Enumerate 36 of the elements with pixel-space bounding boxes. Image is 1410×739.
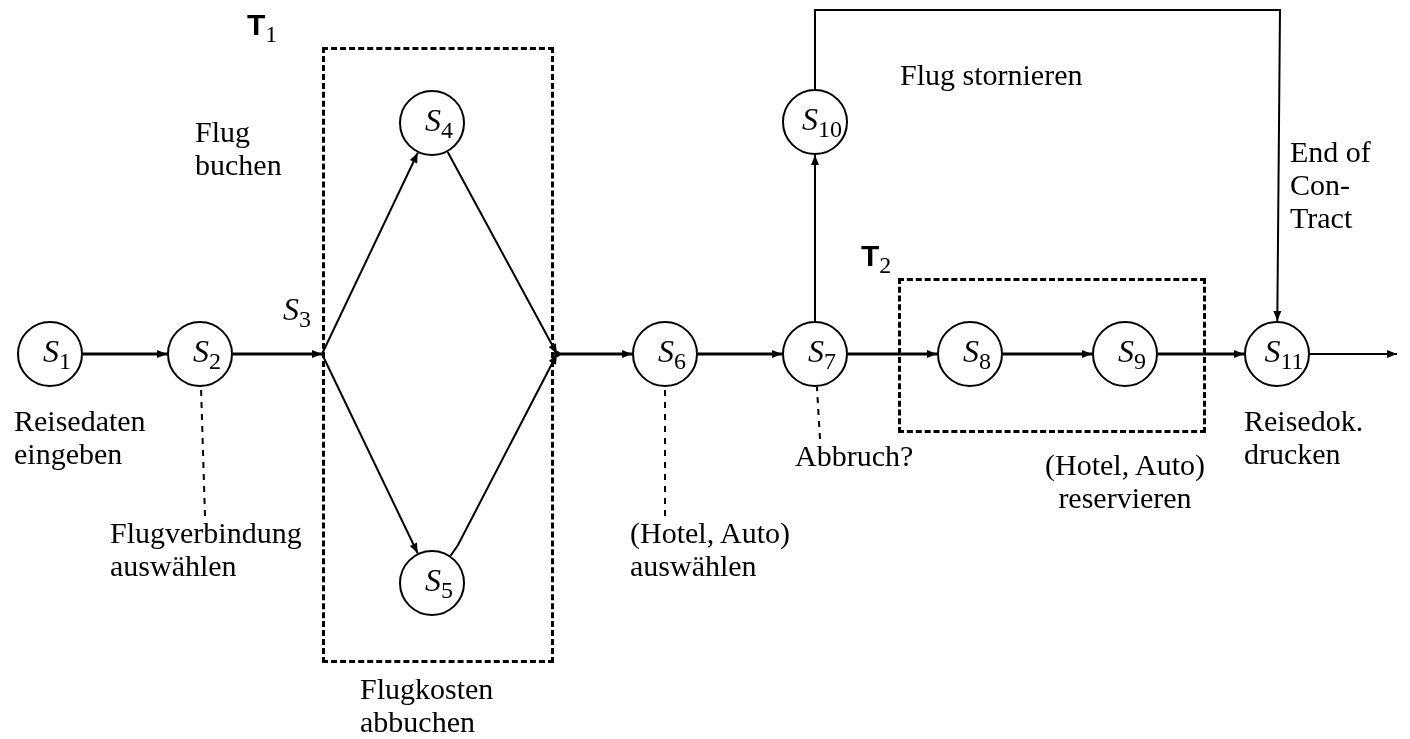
state-circle: S$_{1}$ (17, 321, 83, 387)
arrow (1003, 350, 1092, 358)
state-circle: S$_{8}$ (937, 321, 1003, 387)
arrow (321, 353, 419, 555)
merge-point (554, 351, 560, 357)
arrow (83, 350, 167, 358)
state-circle: S$_{4}$ (399, 90, 465, 156)
state-circle: S$_{2}$ (167, 321, 233, 387)
step-description: (Hotel, Auto) auswählen (630, 516, 860, 586)
step-description: Flugverbindung auswählen (110, 516, 310, 586)
group-label: T$_{1}$ (247, 8, 278, 48)
arrow (814, 9, 1282, 322)
arrow (811, 154, 819, 322)
state-circle: S$_{7}$ (782, 321, 848, 387)
group-label: T$_{2}$ (861, 239, 892, 279)
arrow (698, 350, 782, 358)
step-description: Reisedaten eingeben (14, 404, 147, 470)
arrow (321, 151, 419, 355)
leader-line (815, 385, 821, 440)
branch-point-label: S$_{3}$ (283, 292, 323, 355)
arrow (233, 350, 322, 358)
arrow (557, 350, 632, 358)
step-description: Abbruch? (795, 439, 960, 475)
state-circle: S$_{11}$ (1244, 321, 1310, 387)
state-circle: S$_{6}$ (632, 321, 698, 387)
state-circle: S$_{9}$ (1092, 321, 1158, 387)
state-circle: S$_{5}$ (399, 550, 465, 616)
state-circle: S$_{10}$ (782, 89, 848, 155)
annotation-text: Flugkosten abbuchen (360, 672, 495, 738)
annotation-text: End of Con- Tract (1290, 135, 1372, 234)
arrow (848, 350, 937, 358)
arrow (1309, 350, 1398, 358)
arrow (1158, 350, 1244, 358)
annotation-text: Flug buchen (195, 115, 283, 181)
annotation-text: (Hotel, Auto) reservieren (1044, 448, 1206, 514)
step-description: Reisedok. drucken (1244, 404, 1365, 470)
